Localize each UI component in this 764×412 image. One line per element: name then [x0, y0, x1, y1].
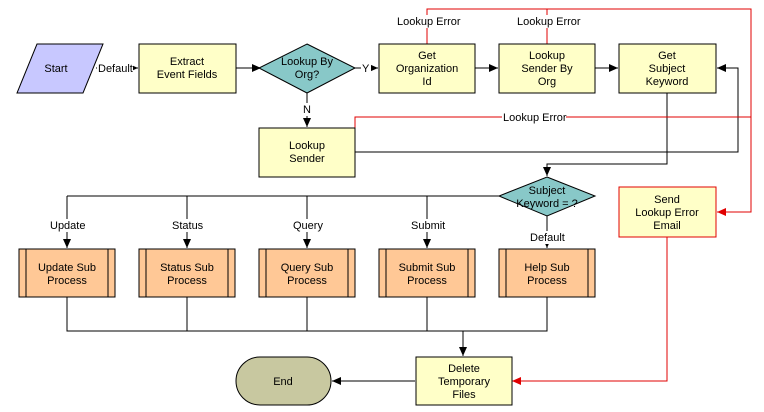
subject-keyword-decision[interactable]: Subject Keyword = ? — [497, 176, 597, 217]
get-org-label-2: Organization — [396, 63, 458, 75]
label-lookup-error-2: Lookup Error — [517, 16, 581, 28]
status-sub-process-node[interactable]: Status Sub Process — [138, 248, 236, 298]
label-yes: Y — [362, 63, 370, 75]
status-sub-label-1: Status Sub — [160, 262, 214, 274]
end-label: End — [273, 376, 293, 388]
label-lookup-error-1: Lookup Error — [397, 16, 461, 28]
submit-sub-process-node[interactable]: Submit Sub Process — [378, 248, 476, 298]
send-error-label-2: Lookup Error — [635, 207, 699, 219]
delete-temporary-files-node[interactable]: Delete Temporary Files — [415, 356, 513, 406]
start-label: Start — [44, 63, 67, 75]
lookup-sender-by-org-label-2: Sender By — [521, 63, 573, 75]
delete-temp-label-3: Files — [452, 389, 476, 401]
update-sub-label-2: Process — [47, 275, 87, 287]
delete-temp-label-2: Temporary — [438, 376, 490, 388]
edge-error-getorg — [426, 8, 752, 216]
get-subject-keyword-node[interactable]: Get Subject Keyword — [618, 43, 717, 94]
extract-label-2: Event Fields — [157, 69, 218, 81]
start-node[interactable]: Start — [16, 43, 104, 94]
lookup-by-org-label-1: Lookup By — [281, 56, 333, 68]
lookup-sender-by-org-node[interactable]: Lookup Sender By Org — [498, 43, 596, 94]
label-query: Query — [293, 220, 323, 232]
get-org-label-3: Id — [422, 76, 431, 88]
send-lookup-error-email-node[interactable]: Send Lookup Error Email — [618, 186, 717, 238]
query-sub-label-1: Query Sub — [281, 262, 334, 274]
label-default-help: Default — [530, 232, 565, 244]
query-sub-process-node[interactable]: Query Sub Process — [258, 248, 356, 298]
help-sub-label-1: Help Sub — [524, 262, 569, 274]
delete-temp-label-1: Delete — [448, 363, 480, 375]
help-sub-label-2: Process — [527, 275, 567, 287]
get-org-label-1: Get — [418, 50, 436, 62]
label-lookup-error-3: Lookup Error — [503, 112, 567, 124]
end-node[interactable]: End — [235, 356, 332, 406]
label-update: Update — [50, 220, 85, 232]
label-default-start: Default — [98, 63, 133, 75]
edge-error-lookupsender — [354, 116, 751, 131]
edge-lookupsender-getsubject — [355, 64, 739, 153]
label-submit: Submit — [411, 220, 445, 232]
subject-keyword-label-1: Subject — [529, 185, 566, 197]
lookup-sender-node[interactable]: Lookup Sender — [258, 127, 356, 178]
extract-event-fields-node[interactable]: Extract Event Fields — [138, 43, 237, 94]
submit-sub-label-1: Submit Sub — [399, 262, 456, 274]
update-sub-process-node[interactable]: Update Sub Process — [18, 248, 116, 298]
lookup-sender-by-org-label-1: Lookup — [529, 50, 565, 62]
extract-label-1: Extract — [170, 56, 204, 68]
help-sub-process-node[interactable]: Help Sub Process — [498, 248, 596, 298]
send-error-label-3: Email — [653, 220, 681, 232]
lookup-by-org-decision[interactable]: Lookup By Org? — [257, 43, 357, 94]
subject-keyword-label-2: Keyword = ? — [516, 198, 577, 210]
lookup-by-org-label-2: Org? — [295, 69, 319, 81]
status-sub-label-2: Process — [167, 275, 207, 287]
get-subject-label-3: Keyword — [646, 76, 689, 88]
lookup-sender-label-1: Lookup — [289, 140, 325, 152]
edge-getsubject-keyword — [543, 93, 668, 176]
label-no: N — [303, 104, 311, 116]
label-status: Status — [172, 220, 204, 232]
submit-sub-label-2: Process — [407, 275, 447, 287]
get-subject-label-1: Get — [658, 50, 676, 62]
send-error-label-1: Send — [654, 194, 680, 206]
lookup-sender-label-2: Sender — [289, 153, 325, 165]
edge-sendemail-delete — [512, 237, 668, 385]
edge-labels: Default Y N Lookup Error Lookup Error Lo… — [49, 15, 581, 244]
update-sub-label-1: Update Sub — [38, 262, 96, 274]
get-organization-id-node[interactable]: Get Organization Id — [378, 43, 476, 94]
get-subject-label-2: Subject — [649, 63, 686, 75]
lookup-sender-by-org-label-3: Org — [538, 76, 556, 88]
query-sub-label-2: Process — [287, 275, 327, 287]
